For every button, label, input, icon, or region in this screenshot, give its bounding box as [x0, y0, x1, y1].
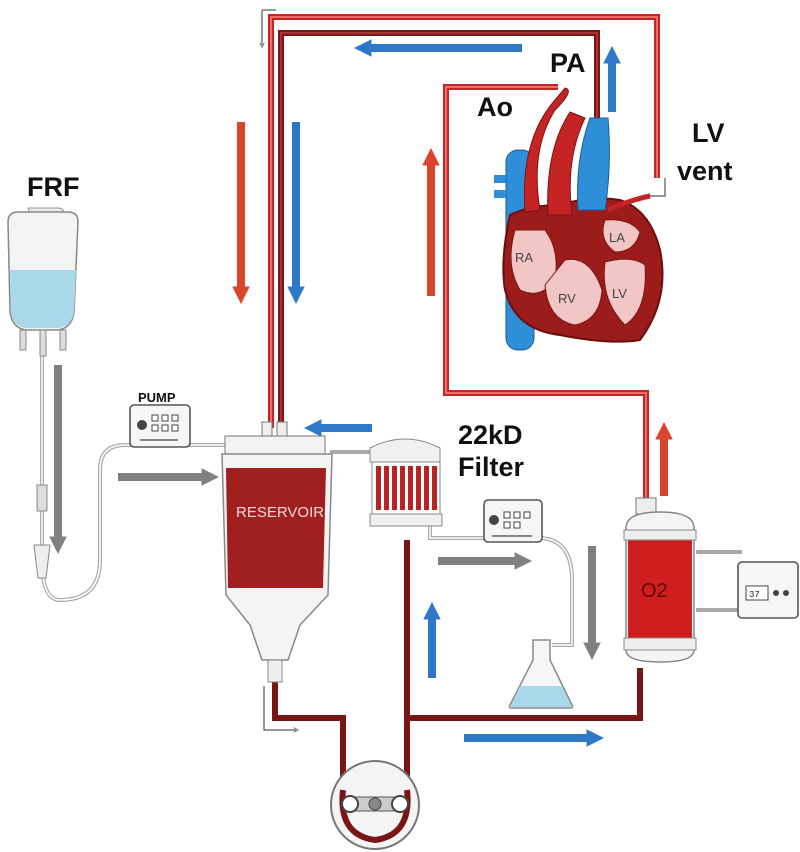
- lv-vent-label-line1: LV: [692, 118, 725, 148]
- filtrate-flask: [508, 639, 574, 709]
- filter-label-line1: 22kD: [458, 420, 523, 450]
- filtrate-pump: [483, 499, 543, 543]
- ao-label: Ao: [477, 92, 513, 122]
- reservoir: [221, 421, 333, 683]
- frf-bag: [7, 207, 79, 579]
- roller-pump: [330, 760, 420, 850]
- pump-to-oxygenator-tubing: [404, 668, 643, 790]
- rv-label: RV: [558, 291, 576, 306]
- hemofilter: [369, 438, 443, 527]
- reservoir-blood: [226, 468, 326, 588]
- frf-tubing: [40, 330, 230, 603]
- lv-label: LV: [612, 286, 627, 301]
- right-ventricle: [544, 258, 603, 326]
- oxygenator-blood: [628, 540, 692, 638]
- la-label: LA: [609, 230, 625, 245]
- heater-temperature: 37: [749, 590, 760, 600]
- flow-arrows: [49, 39, 673, 747]
- oxygenator-label: O2: [641, 580, 668, 602]
- outlet-direction-marker: [263, 686, 296, 730]
- ra-label: RA: [515, 250, 533, 265]
- lv-vent-label-line2: vent: [677, 156, 733, 186]
- right-atrium: [510, 229, 557, 294]
- fluid-pump: [129, 404, 191, 448]
- filtrate-tubing: [428, 525, 574, 647]
- circuit-tubing: [40, 14, 742, 790]
- pa-label: PA: [550, 48, 586, 78]
- frf-label: FRF: [27, 172, 79, 202]
- filtrate-liquid: [510, 686, 572, 707]
- reservoir-outlet-tubing: [272, 680, 346, 790]
- pulmonary-artery: [577, 117, 610, 211]
- left-ventricle: [603, 258, 646, 326]
- pump-label: PUMP: [138, 390, 176, 405]
- aorta: [523, 87, 569, 213]
- heater-unit: [737, 561, 799, 619]
- filter-label-line2: Filter: [458, 452, 525, 482]
- lv-vent-direction-marker: [648, 178, 666, 196]
- oxygenator: [623, 497, 697, 663]
- frf-solution: [10, 270, 76, 328]
- reservoir-label: RESERVOIR: [236, 504, 324, 521]
- left-atrium: [602, 219, 641, 253]
- heart: [494, 87, 664, 351]
